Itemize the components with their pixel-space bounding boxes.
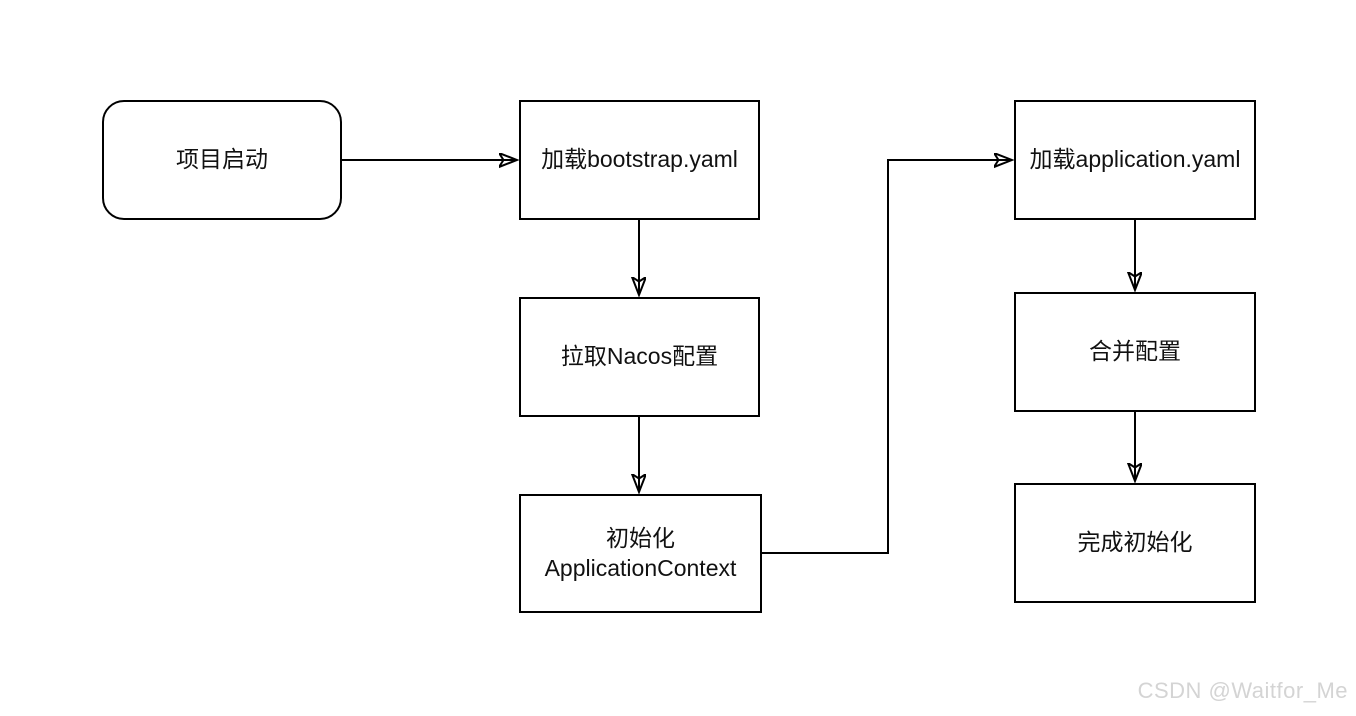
node-load-bootstrap-yaml-label: 加载bootstrap.yaml [541,146,738,173]
node-merge-config-label: 合并配置 [1089,338,1181,365]
watermark-text: CSDN @Waitfor_Me [1137,678,1348,703]
node-load-application-yaml: 加载application.yaml [1014,100,1256,220]
node-init-application-context: 初始化 ApplicationContext [519,494,762,613]
edge-initctx-to-application [762,160,1012,554]
node-finish-init-label: 完成初始化 [1077,529,1193,556]
node-load-bootstrap-yaml: 加载bootstrap.yaml [519,100,760,220]
node-pull-nacos-config-label: 拉取Nacos配置 [560,343,719,370]
node-pull-nacos-config: 拉取Nacos配置 [519,297,760,417]
node-init-application-context-label: 初始化 ApplicationContext [544,524,737,581]
node-merge-config: 合并配置 [1014,292,1256,412]
node-load-application-yaml-label: 加载application.yaml [1029,146,1241,173]
node-project-start-label: 项目启动 [176,146,268,173]
node-finish-init: 完成初始化 [1014,483,1256,603]
node-project-start: 项目启动 [102,100,342,220]
